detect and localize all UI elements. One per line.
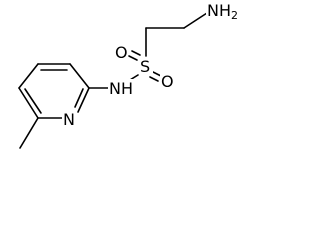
bond-c2-c3 bbox=[69, 63, 90, 89]
bond-n1-c2-inner bbox=[74, 88, 84, 108]
bonds bbox=[18, 12, 208, 149]
bond-n-ch2 bbox=[183, 12, 208, 29]
oxygen-top-label: O bbox=[115, 43, 128, 62]
bond-c5-c6 bbox=[18, 87, 39, 119]
sulfonamide-nh-label: NH bbox=[109, 79, 133, 98]
bond-n1-c2 bbox=[77, 87, 90, 113]
bond-c4-c5 bbox=[18, 63, 39, 89]
bond-c5-c6-inner bbox=[24, 88, 42, 114]
oxygen-bottom-label: O bbox=[161, 72, 174, 91]
amine-symbol: NH bbox=[207, 1, 231, 20]
atom-labels: NH2 S O O NH N bbox=[62, 1, 238, 129]
bond-s-o-bottom-b bbox=[149, 76, 159, 82]
ring-nitrogen-label: N bbox=[63, 110, 75, 129]
amine-label: NH2 bbox=[207, 1, 238, 22]
bond-s-o-top-a bbox=[128, 55, 138, 61]
bond-s-o-top-b bbox=[131, 50, 141, 56]
bond-s-o-bottom-a bbox=[152, 71, 162, 77]
bond-c6-methyl bbox=[19, 117, 39, 149]
sulfur-label: S bbox=[140, 57, 150, 76]
chemical-structure: NH2 S O O NH N bbox=[18, 1, 238, 149]
amine-subscript: 2 bbox=[231, 9, 238, 22]
